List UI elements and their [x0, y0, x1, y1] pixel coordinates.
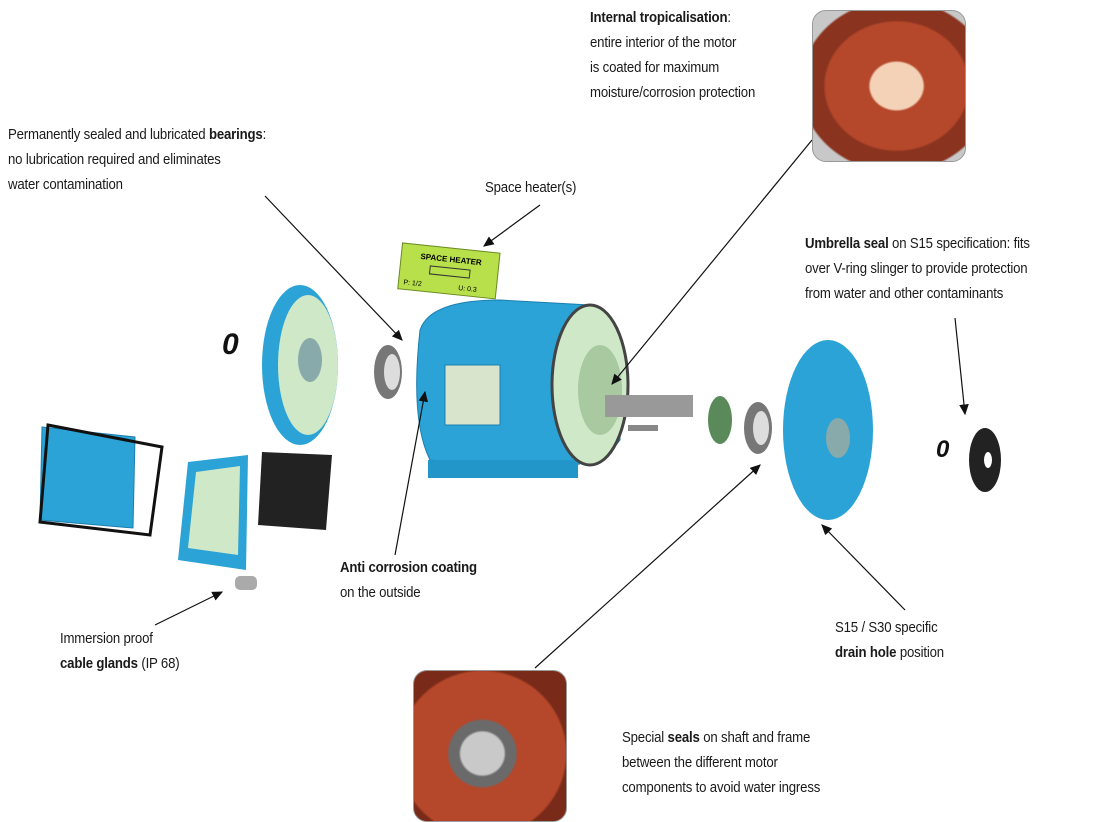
- arrow-bearings: [264, 195, 403, 341]
- arrow-tropicalisation: [611, 139, 813, 385]
- bearing-left: [374, 345, 402, 399]
- shaft: [605, 395, 693, 431]
- arrow-drain: [821, 524, 906, 611]
- arrow-space-heater: [483, 204, 541, 247]
- terminal-box: [178, 455, 257, 590]
- callout-anti-corrosion: Anti corrosion coating on the outside: [340, 559, 477, 601]
- motor-frame: [416, 299, 630, 478]
- arrow-seals: [534, 464, 761, 669]
- v-ring-and-bearing: [708, 396, 772, 454]
- arrow-anti-corrosion: [394, 390, 428, 556]
- terminal-gasket: [258, 452, 332, 530]
- callout-bearings: Permanently sealed and lubricated bearin…: [8, 126, 267, 193]
- umbrella-seal: [969, 428, 1001, 492]
- interior-coating-photo: [812, 10, 966, 162]
- callout-drain-hole: S15 / S30 specific drain hole position: [835, 619, 944, 661]
- drive-end-shield: [262, 285, 338, 445]
- arrow-umbrella: [954, 317, 969, 416]
- callout-seals: Special seals on shaft and frame between…: [622, 729, 821, 796]
- heater-plate-code: P: 1/2: [403, 279, 422, 288]
- o-ring-right: 0: [936, 436, 950, 463]
- non-drive-end-shield: [783, 340, 873, 520]
- callout-cable-glands: Immersion proof cable glands (IP 68): [60, 630, 180, 672]
- leader-arrows: [154, 139, 969, 669]
- arrow-cable-glands: [154, 591, 224, 626]
- callout-tropicalisation: Internal tropicalisation: entire interio…: [590, 9, 756, 101]
- o-ring-left: 0: [222, 328, 239, 361]
- callout-umbrella-seal: Umbrella seal on S15 specification: fits…: [805, 235, 1030, 302]
- space-heater-label: SPACE HEATER P: 1/2 U: 0.3: [397, 242, 501, 300]
- cable-gland: [235, 576, 257, 590]
- terminal-box-cover: [38, 423, 164, 537]
- callout-space-heater: Space heater(s): [485, 179, 577, 196]
- shaft-seal-photo: [413, 670, 567, 822]
- heater-plate-volt: U: 0.3: [458, 285, 477, 294]
